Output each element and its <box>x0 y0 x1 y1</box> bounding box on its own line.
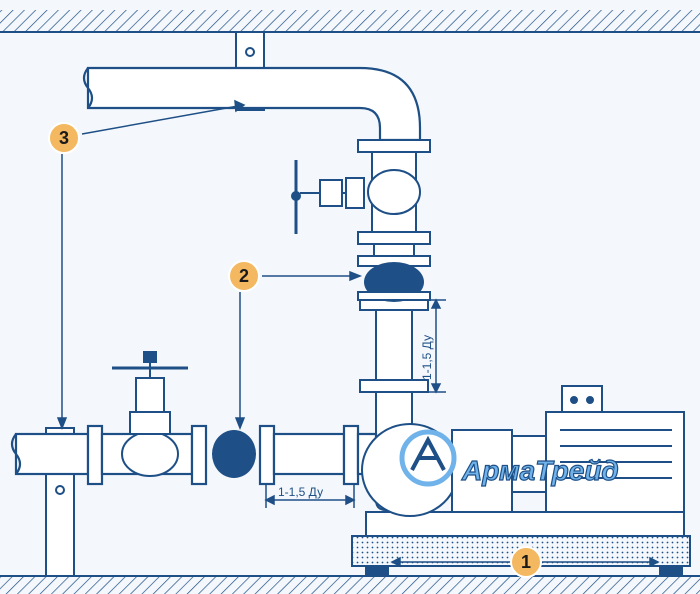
upper-gate-valve <box>291 139 431 245</box>
brand-logo: АрмаТрейд <box>399 429 619 487</box>
electric-motor <box>511 385 685 513</box>
callout-2: 2 <box>228 260 260 292</box>
floor <box>0 575 700 594</box>
callout-1: 1 <box>510 546 542 578</box>
horizontal-dimension-label: 1-1,5 Ду <box>278 485 323 499</box>
callout-3-label: 3 <box>59 128 69 148</box>
vertical-dimension-label: 1-1,5 Ду <box>420 335 434 380</box>
vertical-flexible-connector <box>357 255 431 302</box>
top-pipe <box>82 66 422 142</box>
callout-leaders <box>56 99 363 431</box>
callout-2-label: 2 <box>239 266 249 286</box>
horizontal-dimension <box>264 484 356 508</box>
callout-1-label: 1 <box>521 552 531 572</box>
vertical-dimension <box>426 298 446 394</box>
brand-name: АрмаТрейд <box>461 455 619 486</box>
ceiling <box>0 10 700 33</box>
callout-3: 3 <box>48 122 80 154</box>
lower-gate-valve <box>112 351 188 477</box>
horizontal-flexible-connector <box>212 430 256 478</box>
